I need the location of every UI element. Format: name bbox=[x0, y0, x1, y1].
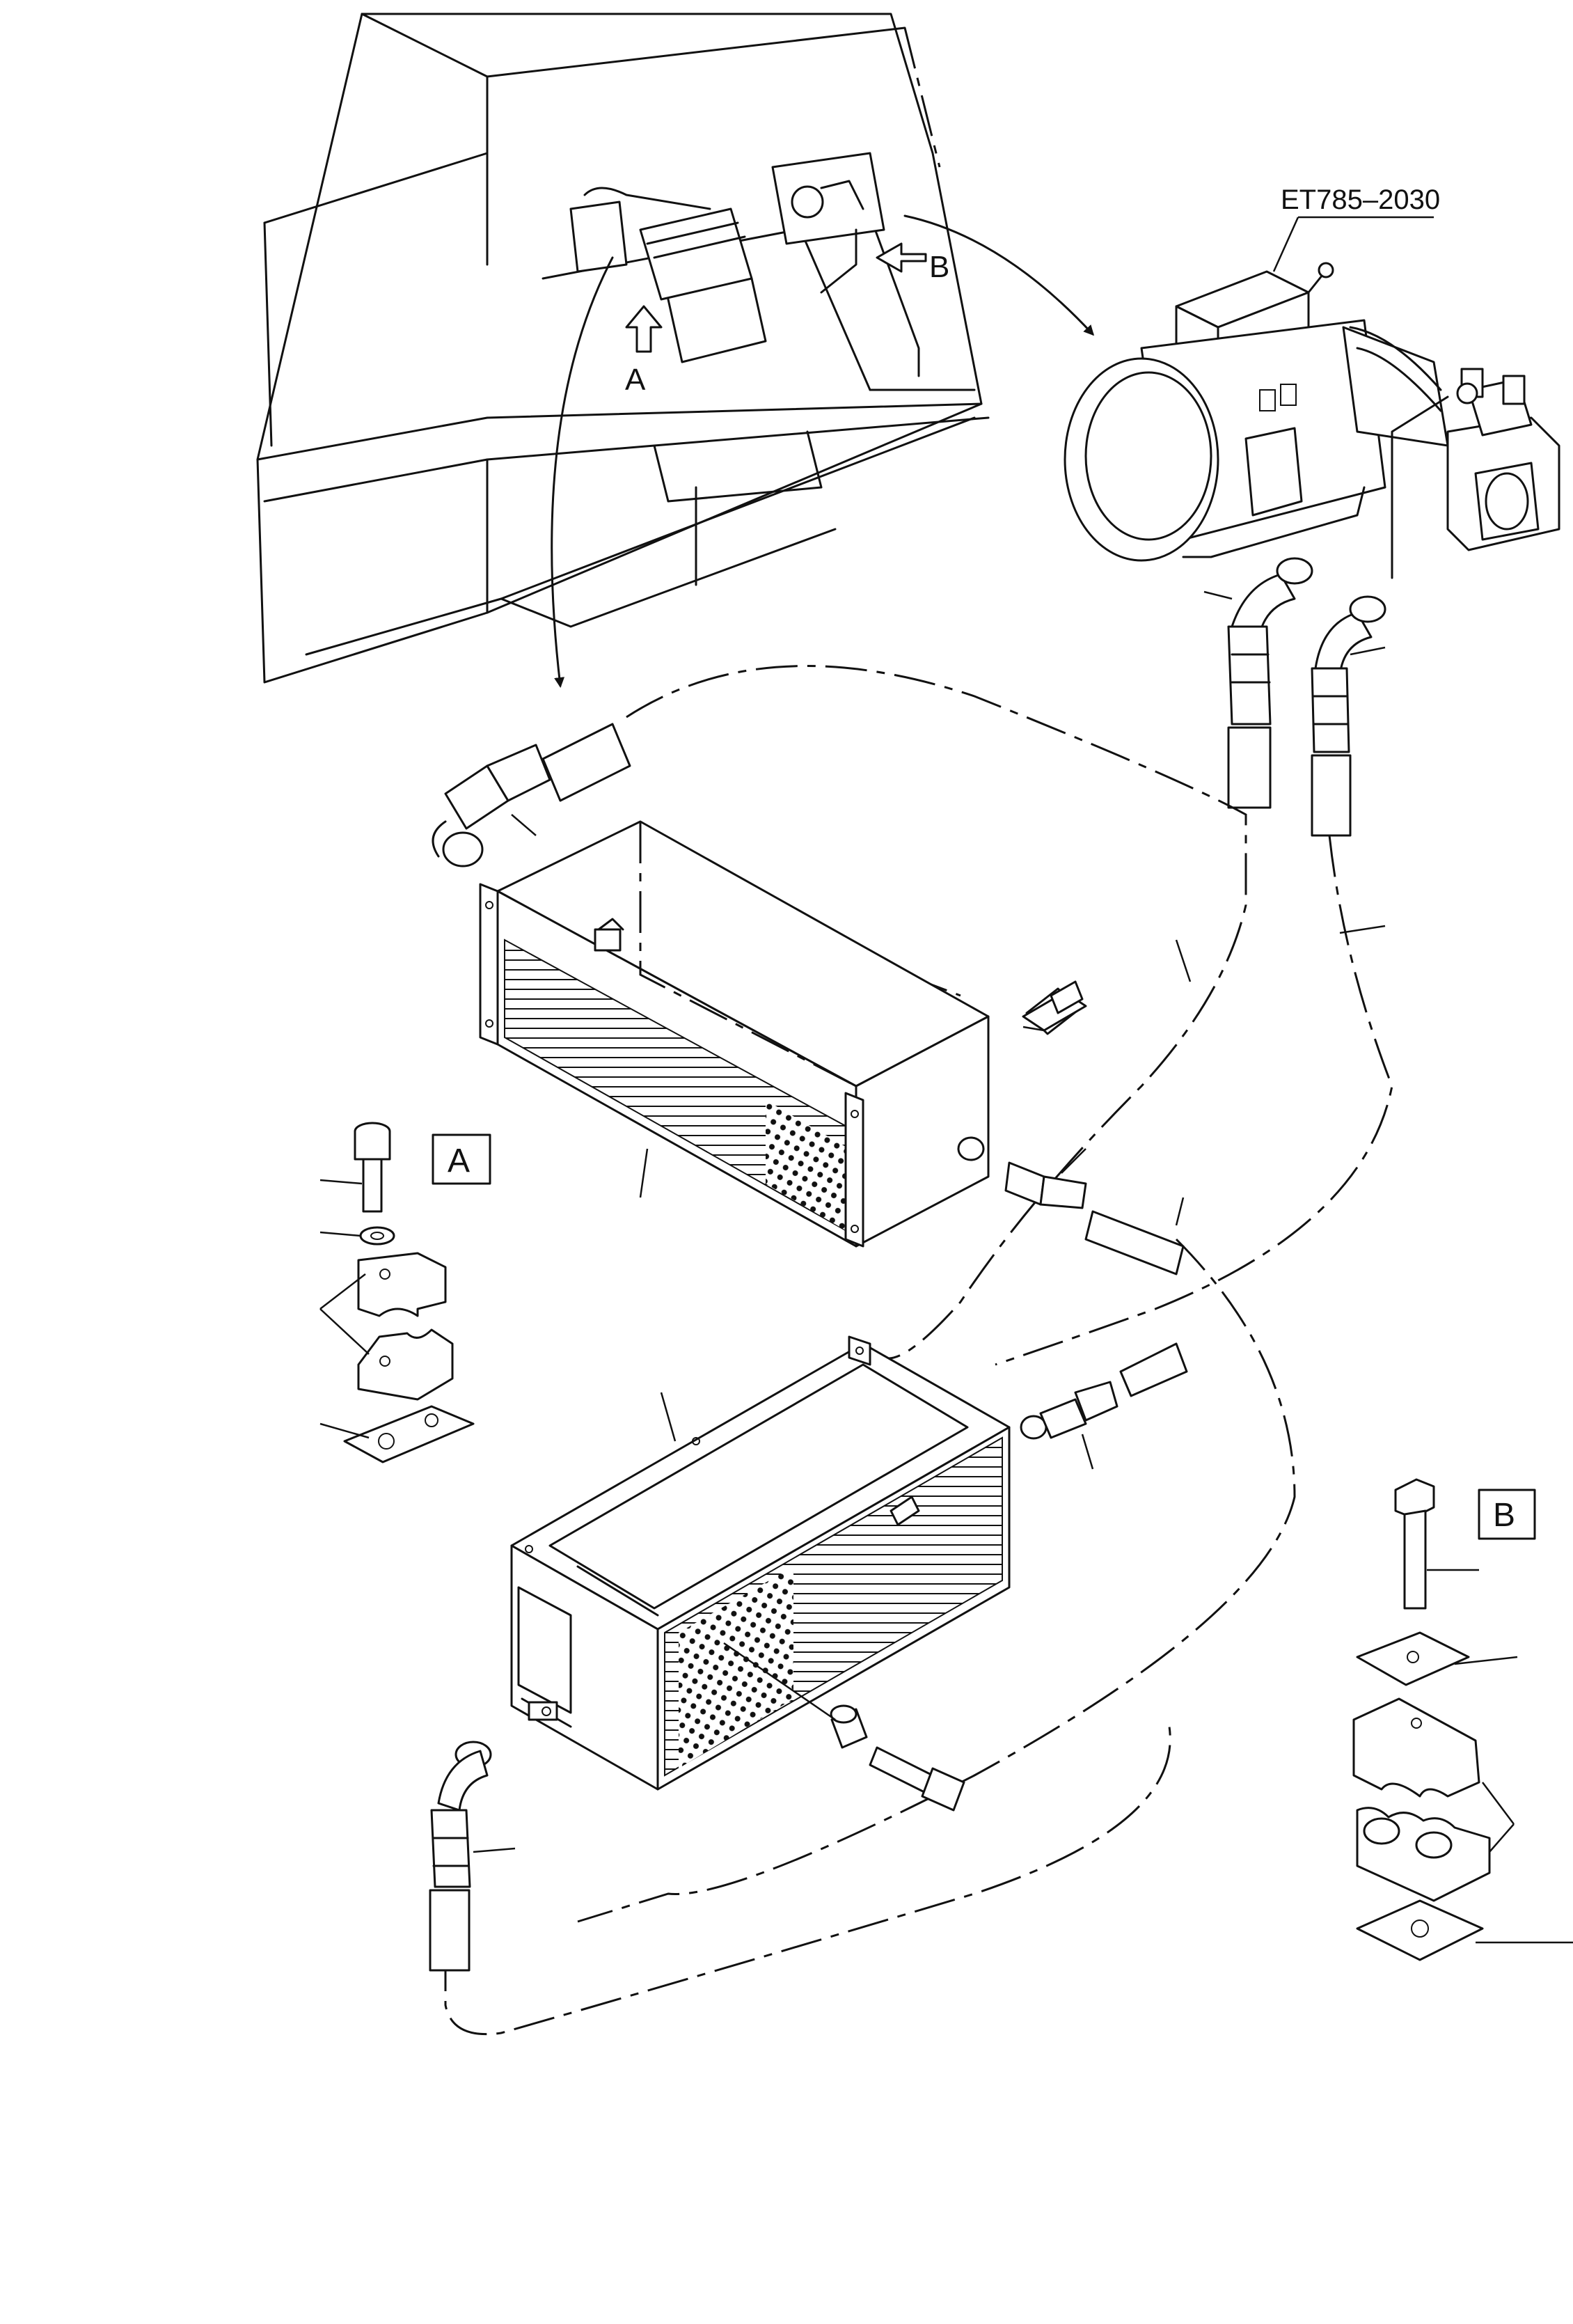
oil-cooler-upper bbox=[479, 820, 1087, 1248]
detail-b-label: B bbox=[1493, 1497, 1515, 1534]
callout-arrow-b: B bbox=[876, 242, 949, 284]
detail-b-clamp: B bbox=[1352, 1478, 1573, 1961]
oil-cooler-lower bbox=[510, 1335, 1011, 1812]
detail-a-frame bbox=[432, 1133, 491, 1185]
hose-fitting-lower-cooler-inlet bbox=[1020, 1342, 1188, 1470]
curved-arrow-to-motor bbox=[903, 214, 1095, 336]
detail-a-label: A bbox=[448, 1143, 470, 1179]
hose-line-3 bbox=[577, 1238, 1296, 1923]
hose-line-4 bbox=[444, 1726, 1171, 2036]
detail-b-frame bbox=[1478, 1489, 1536, 1540]
motor-pump-unit bbox=[1064, 262, 1560, 579]
detail-a-clamp: A bbox=[319, 1122, 491, 1463]
hose-fitting-pump-outlet bbox=[1203, 557, 1313, 809]
hose-fitting-upper-cooler-outlet bbox=[957, 1136, 1185, 1275]
hose-fitting-upper-left bbox=[432, 723, 631, 867]
callout-label-b: B bbox=[929, 250, 949, 284]
hose-line-1 bbox=[626, 665, 1247, 1360]
machine-base bbox=[256, 13, 990, 684]
machine-clamp-box-a bbox=[569, 187, 767, 363]
machine-clamp-box-b bbox=[771, 152, 885, 294]
reference-code-leader bbox=[1272, 216, 1434, 272]
reference-code-label: ET785–2030 bbox=[1281, 184, 1440, 215]
hose-fitting-lower-cooler-outlet bbox=[429, 1741, 516, 1972]
hose-fitting-pump-inlet bbox=[1311, 595, 1386, 837]
callout-arrow-a: A bbox=[625, 305, 663, 397]
callout-label-a: A bbox=[625, 363, 646, 397]
hose-line-2 bbox=[995, 835, 1393, 1366]
curved-arrow-to-cooler bbox=[551, 256, 614, 688]
